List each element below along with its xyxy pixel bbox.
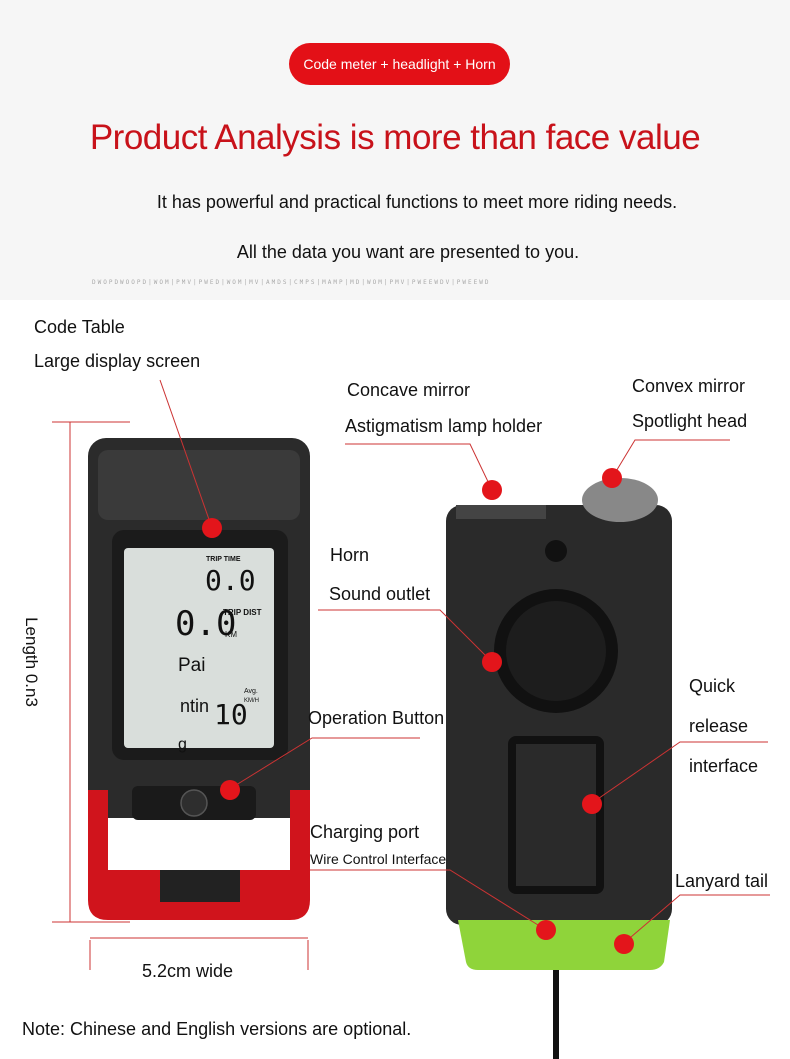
kmh-label: KM/H [244, 698, 259, 704]
label-convex-mirror: Convex mirror [632, 376, 746, 396]
small-value: 10 [214, 698, 248, 731]
label-concave-mirror: Concave mirror [347, 380, 471, 400]
label-charging-port: Charging port [310, 822, 420, 842]
quick-release-marker [582, 794, 602, 814]
lanyard-marker [614, 934, 634, 954]
product-badge: Code meter + headlight + Horn [289, 43, 510, 85]
label-sound-outlet: Sound outlet [329, 584, 431, 604]
trip-dist-label: TRIP DIST [223, 608, 262, 617]
label-interface: interface [689, 756, 759, 776]
label-large-display: Large display screen [34, 351, 201, 371]
label-quick: Quick [689, 676, 736, 696]
label-length: Length 0.n3 [21, 617, 41, 707]
display-marker [202, 518, 222, 538]
label-wire-control: Wire Control Interface [310, 851, 447, 867]
speed-unit-text: ntin [180, 696, 210, 716]
footer-note: Note: Chinese and English versions are o… [22, 1019, 412, 1039]
headlight-horn-device [446, 478, 672, 1059]
subtitle-data: All the data you want are presented to y… [236, 242, 580, 262]
decorative-strip: DWOPDWOOPD|WOM|PMV|PWED|WOM|MV|AMDS|CMPS… [92, 279, 491, 286]
label-operation-button: Operation Button [308, 708, 445, 728]
label-release: release [689, 716, 749, 736]
label-code-table: Code Table [34, 317, 125, 337]
trip-time-label: TRIP TIME [206, 556, 241, 563]
speed-text: Pai [178, 655, 206, 676]
page-title: Product Analysis is more than face value [89, 118, 701, 157]
subtitle-functions: It has powerful and practical functions … [156, 192, 678, 212]
label-horn: Horn [330, 545, 370, 565]
trip-dist-value: 0.0 [175, 604, 237, 644]
label-lanyard-tail: Lanyard tail [675, 871, 769, 891]
spotlight-marker [602, 468, 622, 488]
charging-port-marker [536, 920, 556, 940]
bottom-char: g [178, 736, 187, 753]
sound-outlet-marker [482, 652, 502, 672]
lamp-holder-marker [482, 480, 502, 500]
trip-time-value: 0.0 [205, 564, 256, 597]
speedometer-device [88, 438, 310, 920]
label-astigmatism-lamp: Astigmatism lamp holder [345, 416, 543, 436]
operation-button-marker [220, 780, 240, 800]
label-width: 5.2cm wide [142, 961, 234, 981]
avg-label: Avg. [244, 688, 258, 695]
label-spotlight-head: Spotlight head [632, 411, 748, 431]
km-label: KM [225, 630, 237, 639]
